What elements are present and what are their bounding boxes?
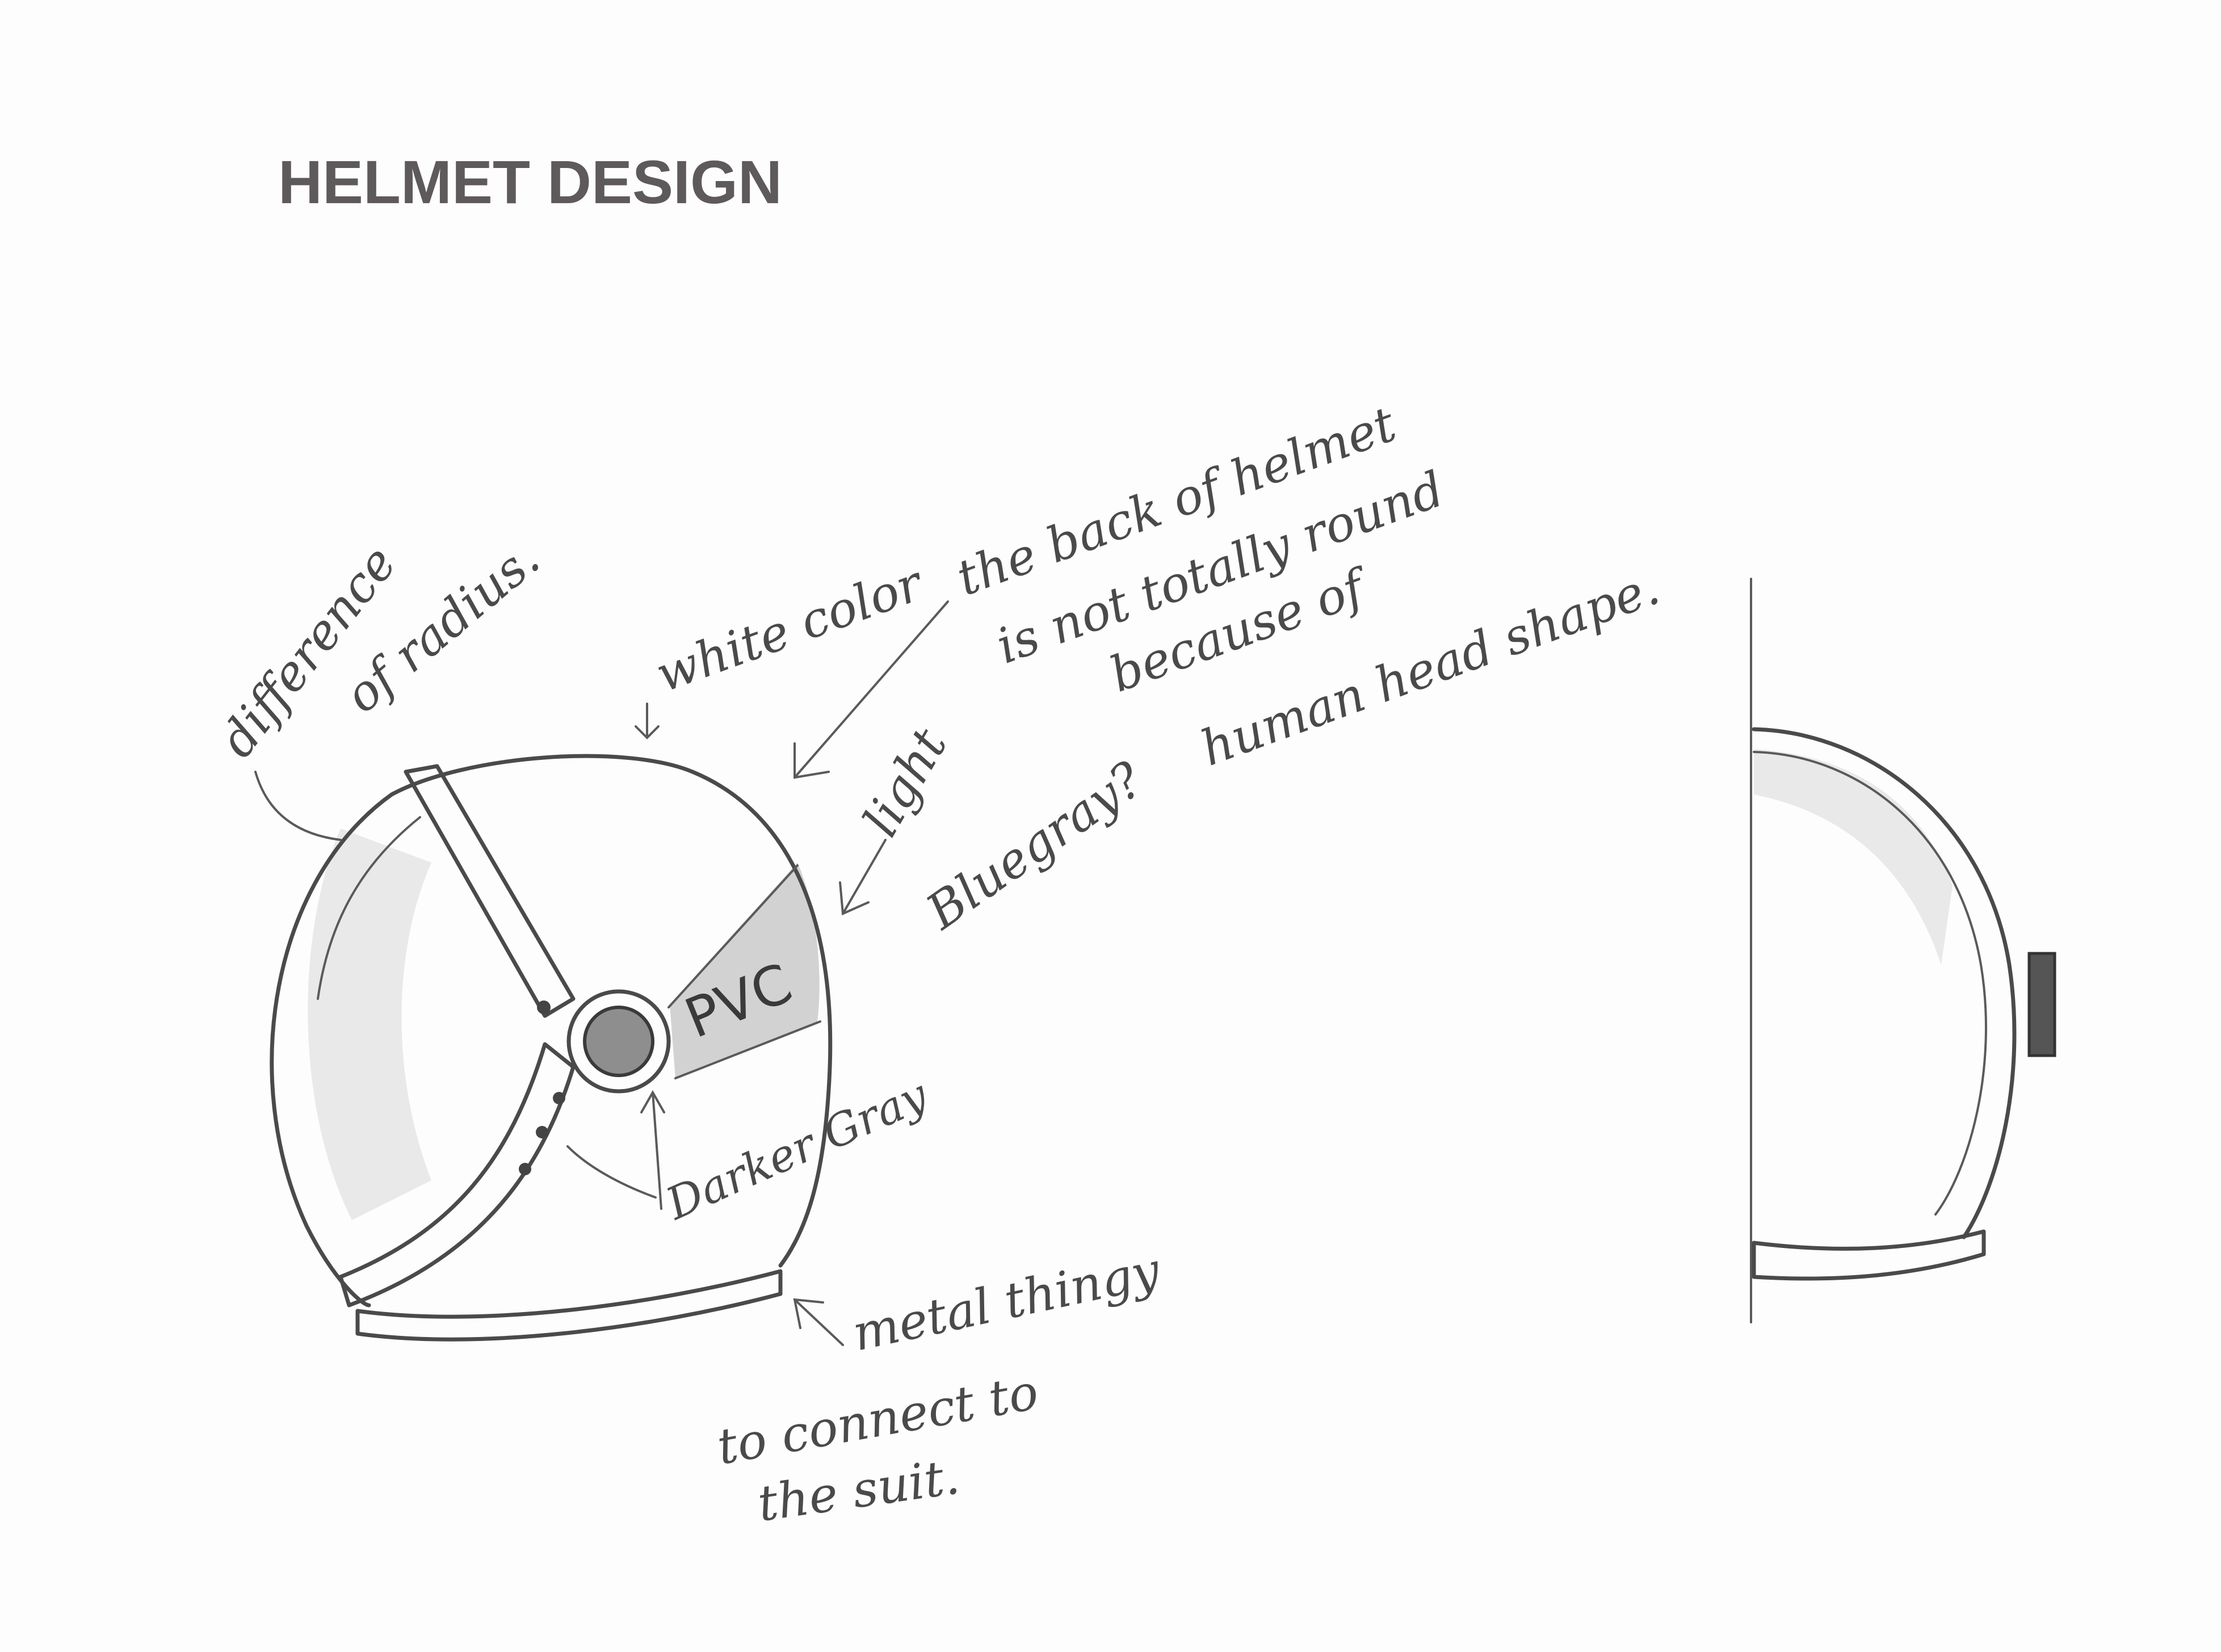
note-metal-line1: metal thingy [848,1242,1166,1362]
note-darker-gray: Darker Gray [658,1070,935,1231]
back-connector [2029,953,2055,1056]
arrow-difference [255,772,341,840]
rivet [537,1001,551,1014]
note-light: light [853,719,959,846]
rivet [553,1092,565,1104]
note-bluegray: Bluegray? [916,751,1153,941]
arrow-darker-hub [641,1092,664,1209]
back-shading [1754,749,1953,965]
helmet-back-view [1751,579,2055,1322]
metal-ring [358,1271,780,1339]
upper-strap [406,766,573,1016]
annotation-text: difference of radius. white color the ba… [209,396,1666,1533]
arrow-light [840,840,885,914]
rivet [519,1163,531,1175]
arrow-darker-strap [568,1146,656,1197]
back-metal-ring [1754,1231,1984,1279]
helmet-side-view [272,756,830,1339]
rivet [536,1126,548,1138]
hub-center [585,1007,653,1075]
arrow-metal [795,1300,843,1345]
visor-shading [308,829,431,1220]
note-white-color: white color [649,554,932,704]
arrow-white-color [636,704,658,738]
